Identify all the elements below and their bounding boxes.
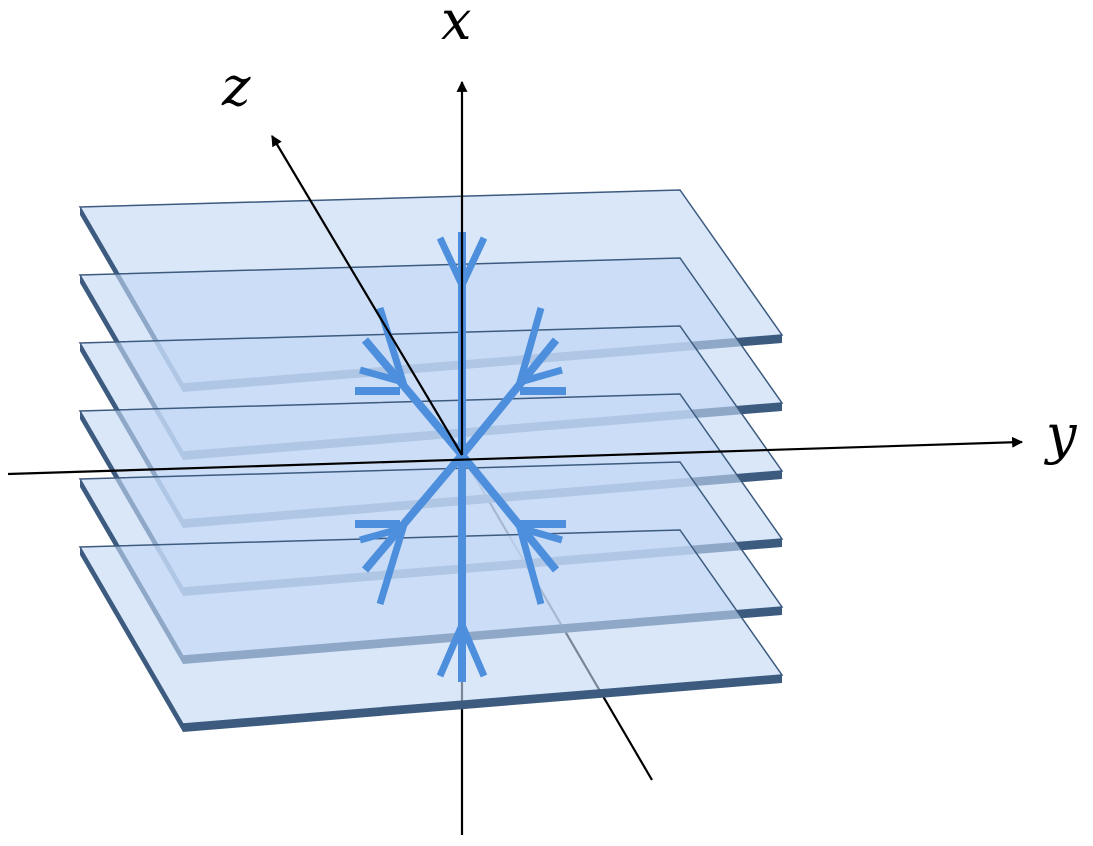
arrow-from-lower-right-shaft — [458, 452, 560, 573]
arrow-from-upper-left-shaft — [361, 337, 466, 458]
x-axis-label: x — [441, 0, 472, 52]
arrow-from-lower-left-shaft — [361, 452, 466, 573]
arrow-from-lower-left-head — [359, 522, 409, 606]
arrow-from-upper-right-head — [514, 307, 563, 388]
layer-plate — [78, 529, 784, 725]
z-axis — [271, 135, 463, 456]
arrow-from-bottom-head — [436, 616, 488, 678]
y-axis — [7, 436, 1024, 476]
y-axis-label: y — [1046, 403, 1077, 466]
arrow-from-upper-left-head — [359, 306, 409, 388]
axes-front-group — [7, 80, 1024, 476]
z-axis-label: z — [222, 55, 251, 118]
arrow-from-upper-right-shaft — [458, 337, 560, 458]
